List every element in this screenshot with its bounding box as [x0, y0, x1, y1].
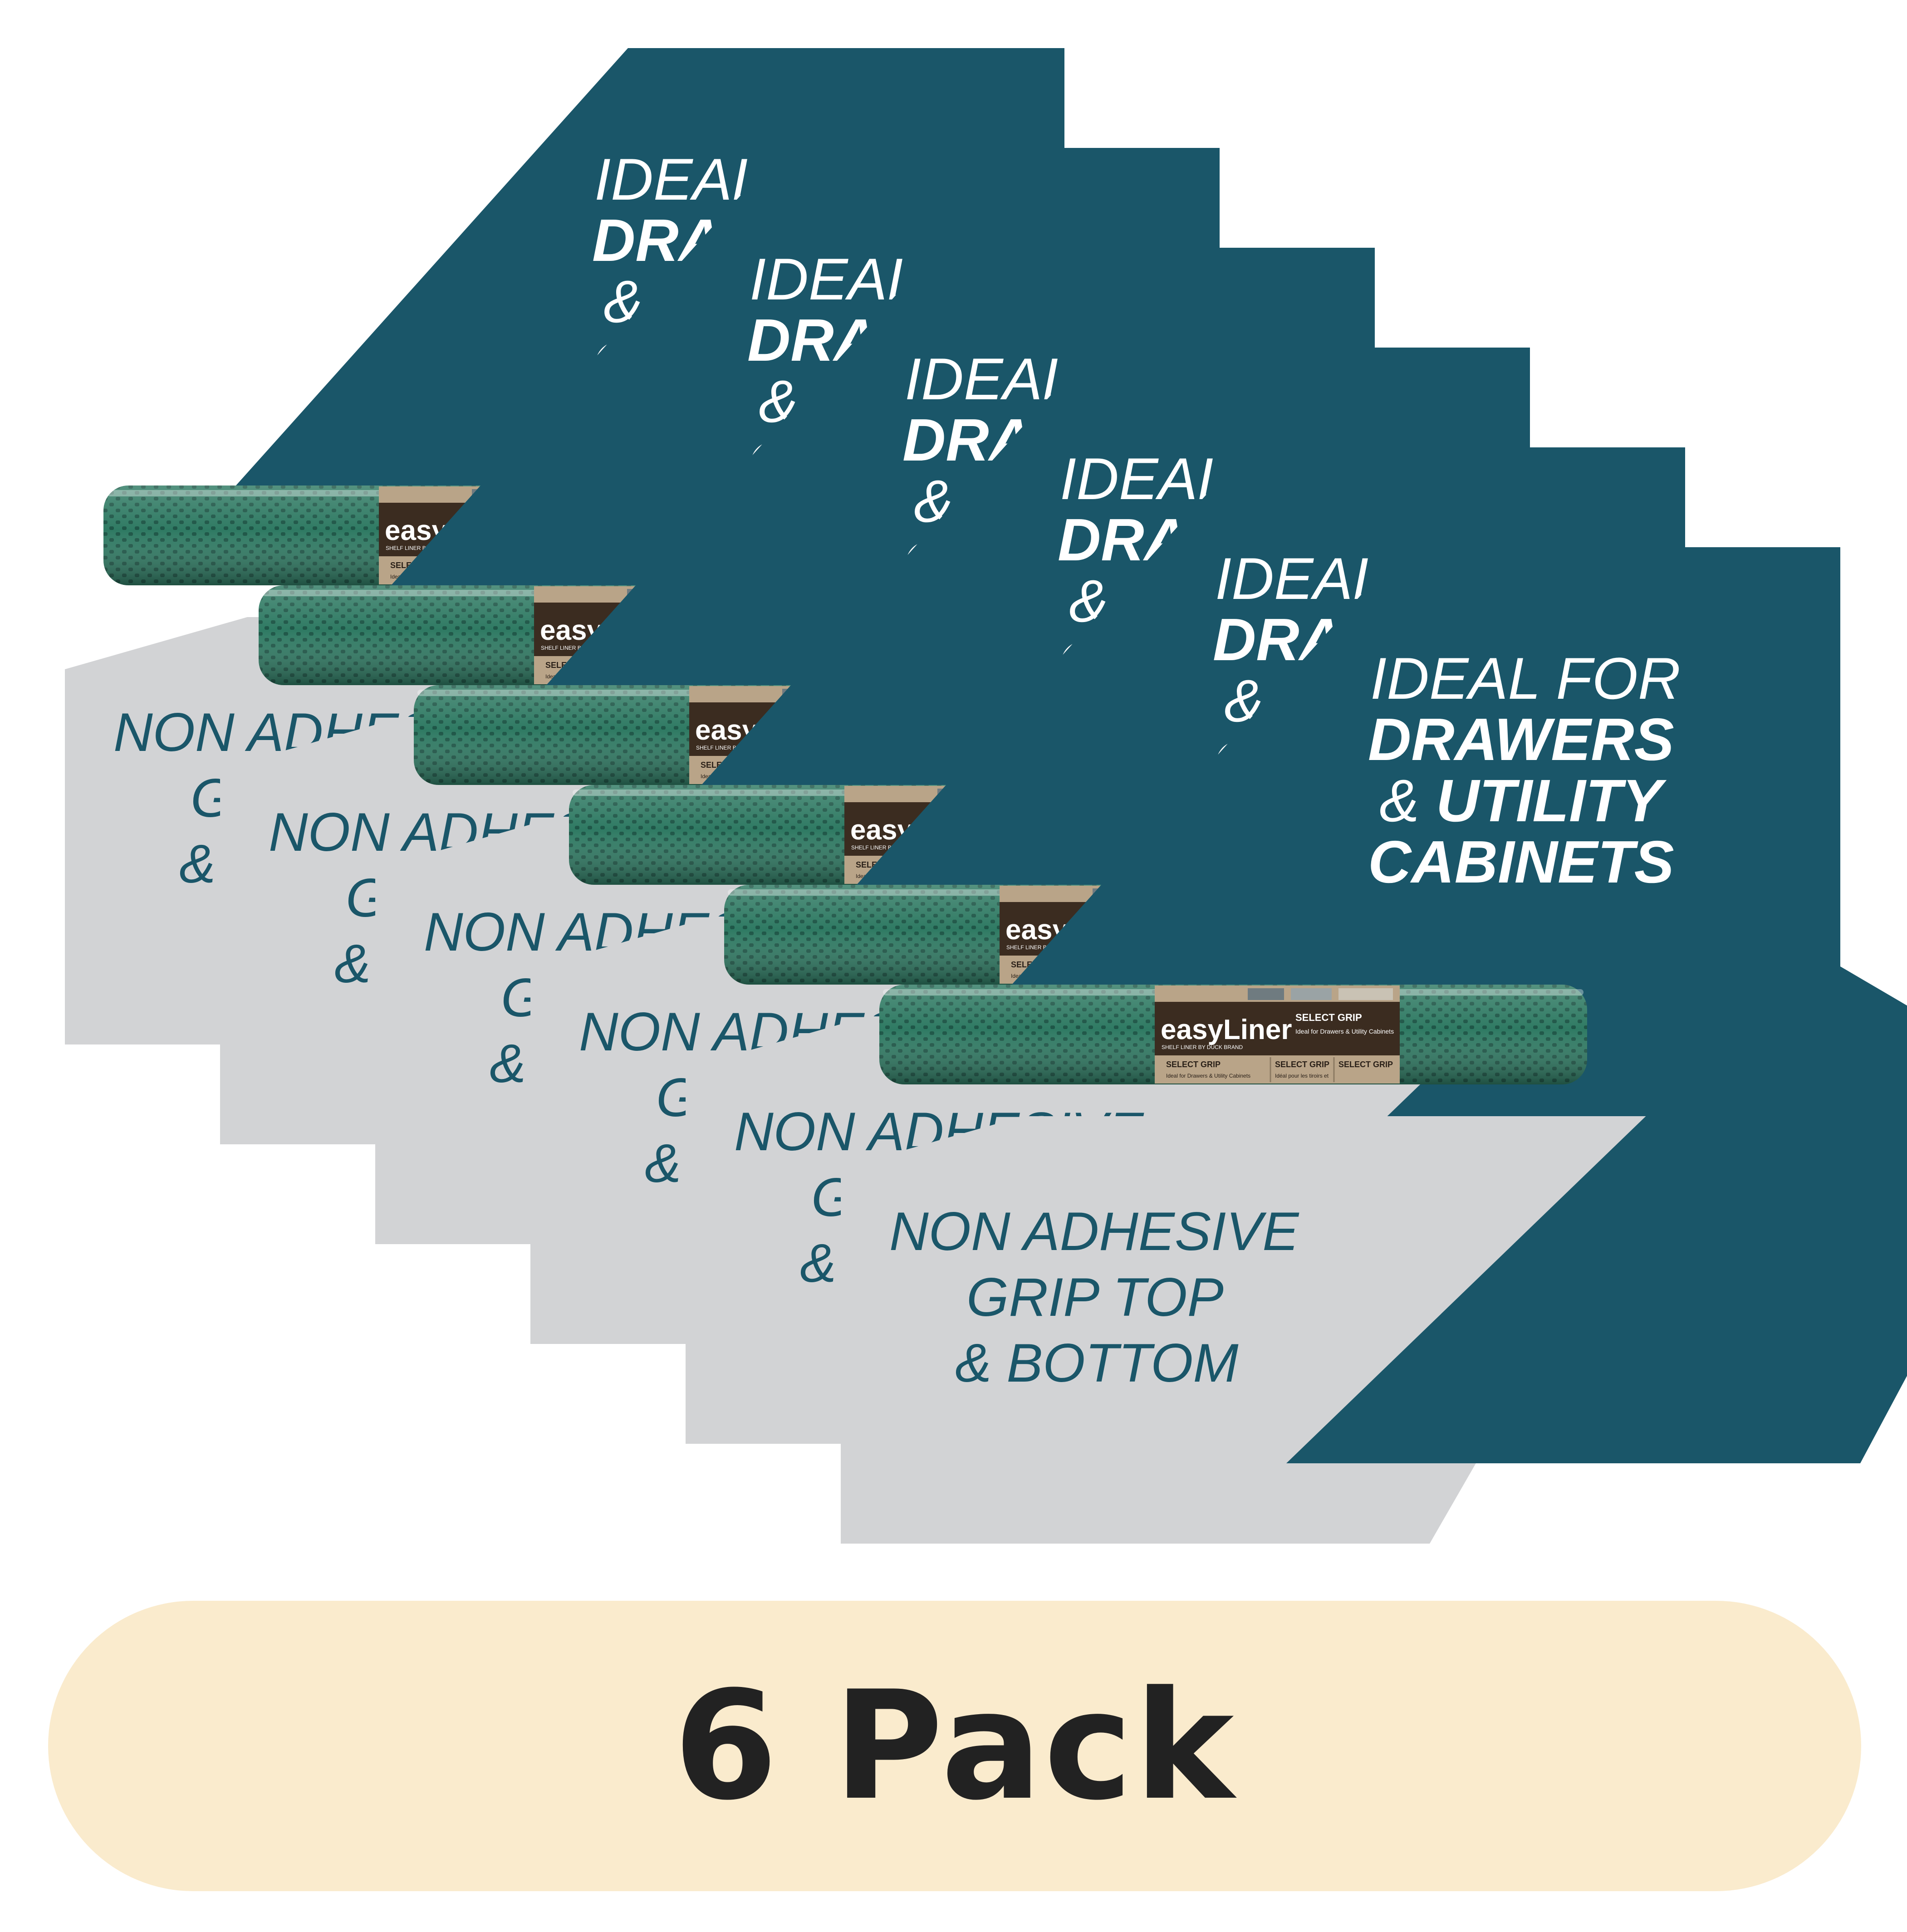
teal-card-line-3: & UTILITY — [1379, 767, 1667, 834]
pack-count-bar: 6 Pack — [48, 1601, 1861, 1891]
grey-card-line-1: NON ADHESIVE — [889, 1201, 1299, 1262]
panel-sub-1: Ideal for Drawers & Utility Cabinets — [1166, 1073, 1250, 1079]
panel-line-2: SELECT GRIP — [1275, 1060, 1329, 1069]
teal-card-line-4: CABINETS — [1368, 829, 1674, 895]
panel-sub-2: Idéal pour les tiroirs et — [1275, 1073, 1329, 1079]
sleeve-photo-1 — [1248, 988, 1284, 1000]
product-line-desc: Ideal for Drawers & Utility Cabinets — [1295, 1028, 1394, 1035]
panel-line-3: SELECT GRIP — [1338, 1060, 1393, 1069]
sleeve-photo-3 — [1338, 988, 1393, 1000]
grey-card-line-3: & BOTTOM — [955, 1333, 1239, 1393]
sleeve-photo-2 — [1291, 988, 1332, 1000]
brand-logo-text: easyLiner — [1161, 1014, 1292, 1045]
brand-sub-text: SHELF LINER BY DUCK BRAND — [1162, 1044, 1243, 1050]
teal-card-line-2: DRAWERS — [1368, 706, 1674, 773]
teal-card-line-1: IDEAL FOR — [1370, 645, 1681, 711]
pack-count-label: 6 Pack — [673, 1659, 1236, 1833]
panel-line-1: SELECT GRIP — [1166, 1060, 1221, 1069]
sleeve-bottom-panel — [1155, 1055, 1400, 1084]
product-line-name: SELECT GRIP — [1295, 1012, 1362, 1023]
grey-card-line-2: GRIP TOP — [966, 1267, 1224, 1328]
